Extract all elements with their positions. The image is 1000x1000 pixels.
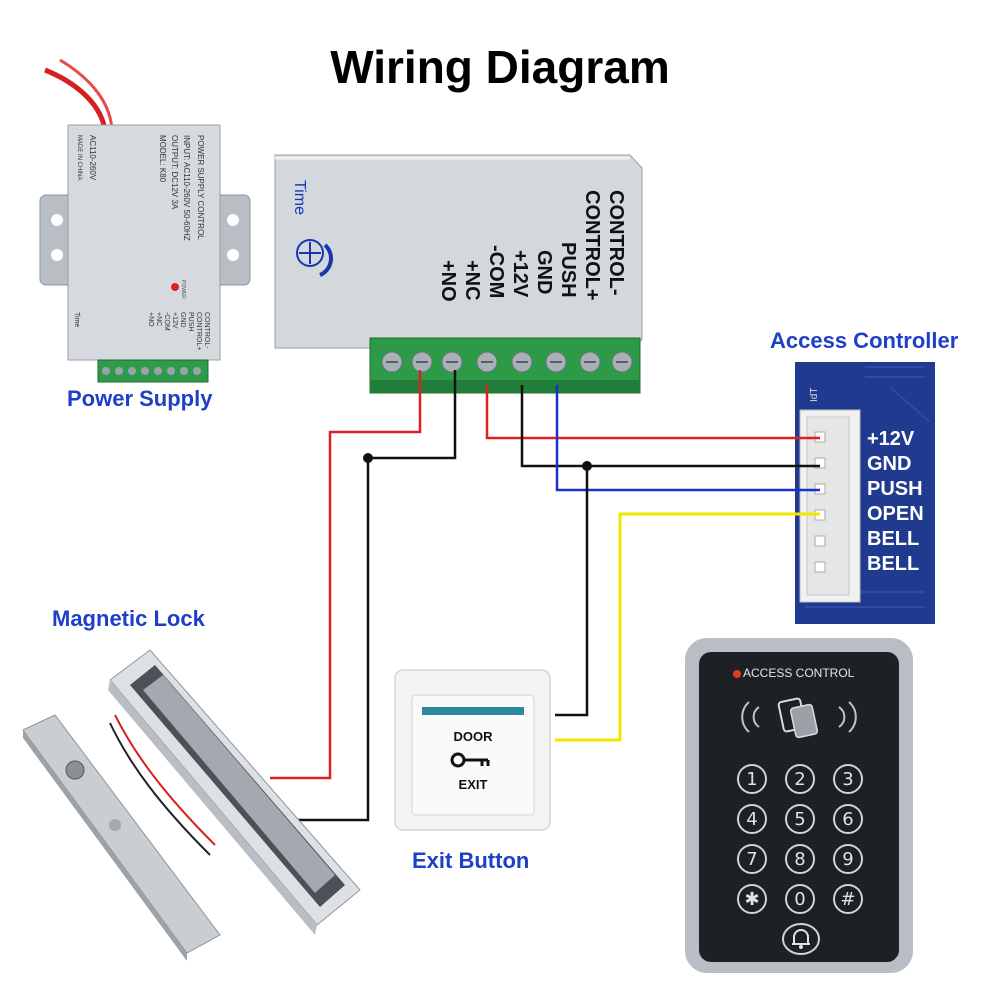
key-9[interactable]: 9: [833, 844, 863, 874]
power-supply-label: Power Supply: [67, 386, 213, 411]
key-4[interactable]: 4: [737, 804, 767, 834]
access-controller-board: IdT +12V GND PUSH OPEN BELL BELL: [795, 362, 935, 624]
wire-black-gnd: [520, 385, 820, 468]
psu-output-text: OUTPUT: DC12V 3A: [170, 135, 179, 210]
key-hash[interactable]: #: [833, 884, 863, 914]
mount-hole: [51, 214, 63, 226]
big-terminal-label: CONTROL-: [605, 190, 627, 296]
keypad-face: ACCESS CONTROL 1 2 3 4 5 6 7 8 9 ✱ 0 #: [699, 652, 899, 962]
psu-header-text: POWER SUPPLY CONTROL: [196, 135, 205, 240]
pin-label-bell-2: BELL: [867, 553, 919, 575]
small-power-supply: POWER SUPPLY CONTROL INPUT: AC110-260V 5…: [39, 58, 251, 383]
keypad-header: ACCESS CONTROL: [743, 666, 855, 680]
wire-red-12v: [485, 385, 820, 440]
psu-ac-text: AC110-260V: [88, 135, 97, 181]
big-terminal-label: PUSH: [557, 242, 579, 298]
power-led: [171, 283, 179, 291]
time-dial-icon: [296, 239, 324, 267]
wire-yellow-open: [555, 512, 820, 742]
power-led-label: POWER: [180, 280, 186, 299]
big-terminal-label: -COM: [485, 245, 507, 298]
mount-hole: [227, 214, 239, 226]
pin-label-12v: +12V: [867, 428, 915, 450]
key-6[interactable]: 6: [833, 804, 863, 834]
mount-hole: [51, 249, 63, 261]
key-7[interactable]: 7: [737, 844, 767, 874]
big-terminal-label: +12V: [509, 250, 531, 298]
psu-made-text: MADE IN CHINA: [76, 135, 82, 180]
armature-screw: [65, 760, 85, 780]
big-psu-time: Time: [291, 180, 308, 215]
exit-button: DOOR EXIT: [394, 669, 551, 831]
psu-time-text: Time: [73, 312, 80, 327]
wire-red-maglock: [270, 370, 422, 780]
bell-icon: [793, 929, 809, 945]
wire-black-exit: [555, 466, 589, 717]
big-terminal-label: +NC: [461, 260, 483, 301]
exit-indicator-bar: [422, 707, 524, 715]
magnetic-lock-label: Magnetic Lock: [52, 606, 205, 631]
big-terminal-label: GND: [533, 250, 555, 294]
big-psu-body: [274, 154, 643, 349]
key-5[interactable]: 5: [785, 804, 815, 834]
psu-terminal-label: +NC: [155, 312, 162, 326]
psu-terminal-label: PUSH: [187, 312, 194, 331]
key-0[interactable]: 0: [785, 884, 815, 914]
pin-label-gnd: GND: [867, 453, 911, 475]
key-star[interactable]: ✱: [737, 884, 767, 914]
psu-model-text: MODEL: K80: [158, 135, 167, 183]
ac-cable-red: [44, 67, 108, 131]
exit-button-label: Exit Button: [412, 848, 530, 873]
diagram-title: Wiring Diagram: [330, 41, 670, 93]
big-power-supply: Time CONTROL- CONTROL+ PUSH GND +12V -CO…: [274, 154, 643, 394]
status-led: [733, 670, 741, 678]
rfid-icon: [741, 697, 857, 739]
psu-terminal-label: -COM: [163, 312, 170, 331]
psu-terminal-label: +NO: [147, 312, 154, 327]
key-1[interactable]: 1: [737, 764, 767, 794]
psu-input-text: INPUT: AC110-260V 50-60HZ: [182, 135, 191, 241]
bell-key[interactable]: [781, 922, 821, 956]
psu-terminal-label: CONTROL-: [203, 312, 210, 349]
psu-terminal-label: GND: [179, 312, 186, 328]
mount-hole: [227, 249, 239, 261]
access-controller-label: Access Controller: [770, 328, 959, 353]
ac-cable-red-2: [59, 58, 114, 131]
keypad-housing: ACCESS CONTROL 1 2 3 4 5 6 7 8 9 ✱ 0 #: [685, 638, 913, 973]
magnetic-lock: [22, 649, 361, 961]
key-icon: [450, 752, 490, 768]
psu-terminal-block: [97, 359, 209, 383]
psu-terminal-label: CONTROL+: [195, 312, 202, 350]
wire-blue-push: [555, 385, 820, 492]
wire-junction: [582, 461, 592, 471]
pin-label-open: OPEN: [867, 503, 924, 525]
exit-button-plate: [411, 694, 535, 816]
pin-label-bell: BELL: [867, 528, 919, 550]
key-2[interactable]: 2: [785, 764, 815, 794]
board-mark: IdT: [809, 388, 820, 402]
psu-terminal-label: +12V: [171, 312, 178, 329]
key-8[interactable]: 8: [785, 844, 815, 874]
wire-junction: [363, 453, 373, 463]
big-terminal-label: CONTROL+: [581, 190, 603, 301]
key-3[interactable]: 3: [833, 764, 863, 794]
pin-label-push: PUSH: [867, 478, 923, 500]
big-terminal-label: +NO: [437, 260, 459, 302]
exit-button-text-door: DOOR: [454, 729, 494, 744]
exit-button-text-exit: EXIT: [459, 777, 488, 792]
